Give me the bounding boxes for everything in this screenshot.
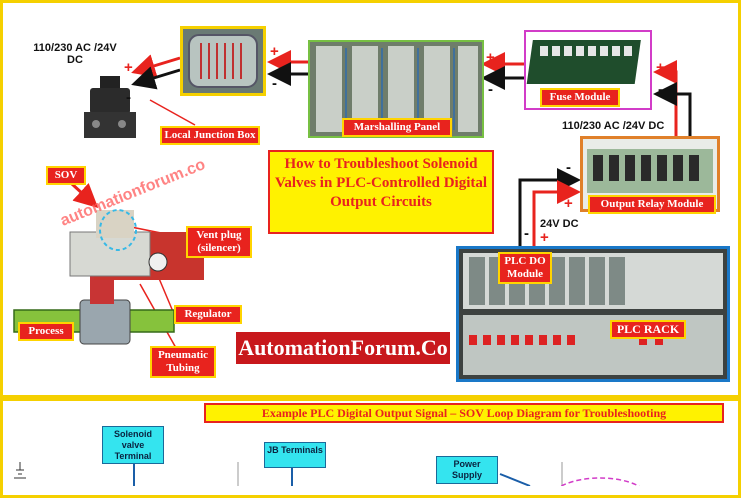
supply-right: 110/230 AC /24V DC (562, 120, 665, 132)
wiring-diagram (14, 50, 692, 486)
sov-image (80, 72, 140, 142)
loop-dashed-circle (559, 477, 641, 486)
power-supply-box: Power Supply (436, 456, 498, 484)
plc-rack-label: PLC RACK (610, 320, 686, 339)
ptr-reg (157, 275, 175, 315)
plc-minus: - (524, 225, 529, 242)
fuse-minus: - (658, 81, 663, 98)
sov-minus: - (126, 89, 131, 106)
wire-relay-fuse-neg (653, 82, 692, 140)
ptr-jb (149, 99, 196, 126)
local-junction-box-label: Local Junction Box (160, 126, 260, 145)
marshalling-panel-label: Marshalling Panel (342, 118, 452, 137)
sov-label: SOV (46, 166, 86, 185)
wire-jb-sov-pos (131, 54, 181, 78)
vent-plug-label: Vent plug (silencer) (186, 226, 252, 258)
wire-plc-relay-pos (532, 180, 581, 248)
supply-left: 110/230 AC /24V DC (33, 42, 117, 66)
pneumatic-tubing-label: Pneumatic Tubing (150, 346, 216, 378)
process-label: Process (18, 322, 74, 341)
jb-plus: + (270, 43, 279, 60)
mp-minus: - (488, 81, 493, 98)
arrow-sov (70, 182, 99, 209)
jb-minus: - (272, 75, 277, 92)
relay-minus: - (566, 159, 571, 176)
brand-banner: AutomationForum.Co (236, 332, 450, 364)
jb-terminals-box: JB Terminals (264, 442, 326, 468)
loop-ground-icon (14, 462, 26, 479)
top-frame (0, 0, 741, 398)
loop-title: Example PLC Digital Output Signal – SOV … (204, 403, 724, 423)
page-title: How to Troubleshoot Solenoid Valves in P… (268, 150, 494, 234)
loop-wire-3 (499, 473, 531, 486)
sov-plus: + (124, 59, 133, 76)
wire-relay-fuse-pos (653, 60, 678, 140)
junction-box-image (180, 26, 266, 96)
output-relay-label: Output Relay Module (588, 195, 716, 214)
plc-do-module-label: PLC DO Module (498, 252, 552, 284)
fuse-plus: + (656, 59, 665, 76)
relay-plus: + (564, 195, 573, 212)
plc-plus: + (540, 229, 549, 246)
supply-dc: 24V DC (540, 218, 579, 230)
mp-plus: + (486, 49, 495, 66)
wire-jb-sov-neg (131, 66, 181, 90)
regulator-label: Regulator (174, 305, 242, 324)
solenoid-terminal-box: Solenoid valve Terminal (102, 426, 164, 464)
fuse-module-label: Fuse Module (540, 88, 620, 107)
